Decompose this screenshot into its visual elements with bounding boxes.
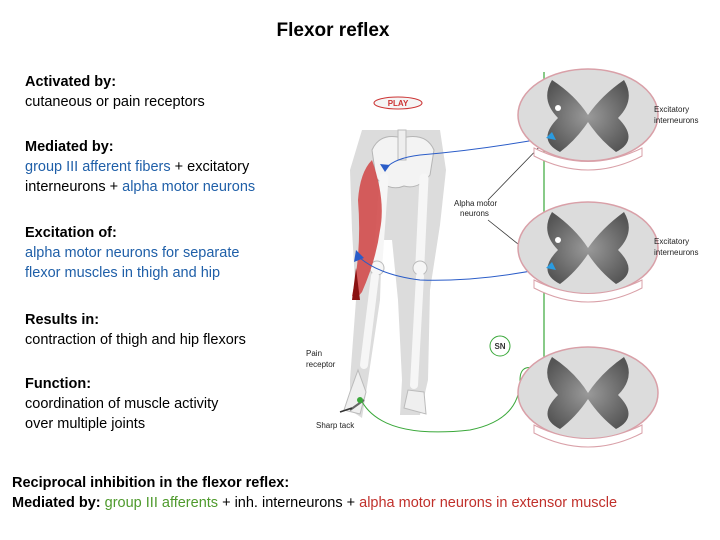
play-button[interactable]: PLAY <box>373 96 423 110</box>
function-line1: coordination of muscle activity <box>25 396 219 412</box>
mediated-interneurons: interneurons + <box>25 179 123 195</box>
mediated-line1: group III afferent fibers + excitatory <box>25 157 255 177</box>
activated-heading: Activated by: <box>25 74 117 90</box>
alpha-motor-label: Alpha motor <box>454 199 497 208</box>
spinal-section-lower <box>517 346 659 448</box>
motor-arrow-upper <box>380 164 390 172</box>
motor-nerve-upper <box>385 137 547 169</box>
mediated-block: Mediated by: group III afferent fibers +… <box>25 137 255 197</box>
excitatory-label-1: Excitatory <box>654 105 689 114</box>
motor-nerve-lower <box>359 257 547 281</box>
sn-marker <box>489 335 511 357</box>
mediated-afferent-fibers: group III afferent fibers <box>25 159 171 175</box>
function-line2: over multiple joints <box>25 416 146 432</box>
excitation-heading: Excitation of: <box>25 225 117 241</box>
excitation-line1: alpha motor neurons for separate <box>25 245 240 261</box>
flexor-reflex-figure: PLAY Pain receptor Sharp tack Alpha moto… <box>306 68 698 448</box>
reciprocal-motor-neurons: alpha motor neurons in extensor muscle <box>359 495 618 511</box>
play-label: PLAY <box>388 99 409 108</box>
spinal-section-middle <box>517 201 659 303</box>
excitation-line2: flexor muscles in thigh and hip <box>25 265 221 281</box>
mediated-heading: Mediated by: <box>25 139 114 155</box>
function-block: Function: coordination of muscle activit… <box>25 374 218 434</box>
reciprocal-inhibition-block: Reciprocal inhibition in the flexor refl… <box>12 473 617 513</box>
spinal-section-upper <box>517 68 659 171</box>
sharp-tack-label: Sharp tack <box>316 421 355 430</box>
pain-label: Pain <box>306 349 322 358</box>
function-heading: Function: <box>25 376 92 392</box>
interneurons-label-1: interneurons <box>654 116 698 125</box>
excitation-block: Excitation of: alpha motor neurons for s… <box>25 223 239 283</box>
alpha-pointer-upper <box>487 137 549 201</box>
results-block: Results in: contraction of thigh and hip… <box>25 310 246 350</box>
reciprocal-interneurons: + inh. interneurons + <box>218 495 360 511</box>
interneurons-label-2: interneurons <box>654 248 698 257</box>
mediated-excitatory: + excitatory <box>170 159 250 175</box>
leg-illustration <box>339 129 446 418</box>
sn-label: SN <box>494 342 505 351</box>
results-heading: Results in: <box>25 312 100 328</box>
receptor-label: receptor <box>306 360 336 369</box>
results-text: contraction of thigh and hip flexors <box>25 332 246 348</box>
mediated-line2: interneurons + alpha motor neurons <box>25 177 255 197</box>
page-title: Flexor reflex <box>276 20 390 41</box>
reciprocal-mediated-label: Mediated by: <box>12 495 105 511</box>
excitatory-label-2: Excitatory <box>654 237 689 246</box>
sensory-nerve <box>359 367 545 433</box>
reciprocal-heading: Reciprocal inhibition in the flexor refl… <box>12 475 290 491</box>
pain-receptor-dot <box>357 397 363 403</box>
reciprocal-mediated-line: Mediated by: group III afferents + inh. … <box>12 493 617 513</box>
neurons-label: neurons <box>460 209 489 218</box>
reciprocal-afferents: group III afferents <box>104 495 219 511</box>
activated-block: Activated by: cutaneous or pain receptor… <box>25 72 205 112</box>
mediated-alpha-motor: alpha motor neurons <box>122 179 256 195</box>
activated-text: cutaneous or pain receptors <box>25 94 205 110</box>
motor-arrow-lower <box>354 250 364 262</box>
